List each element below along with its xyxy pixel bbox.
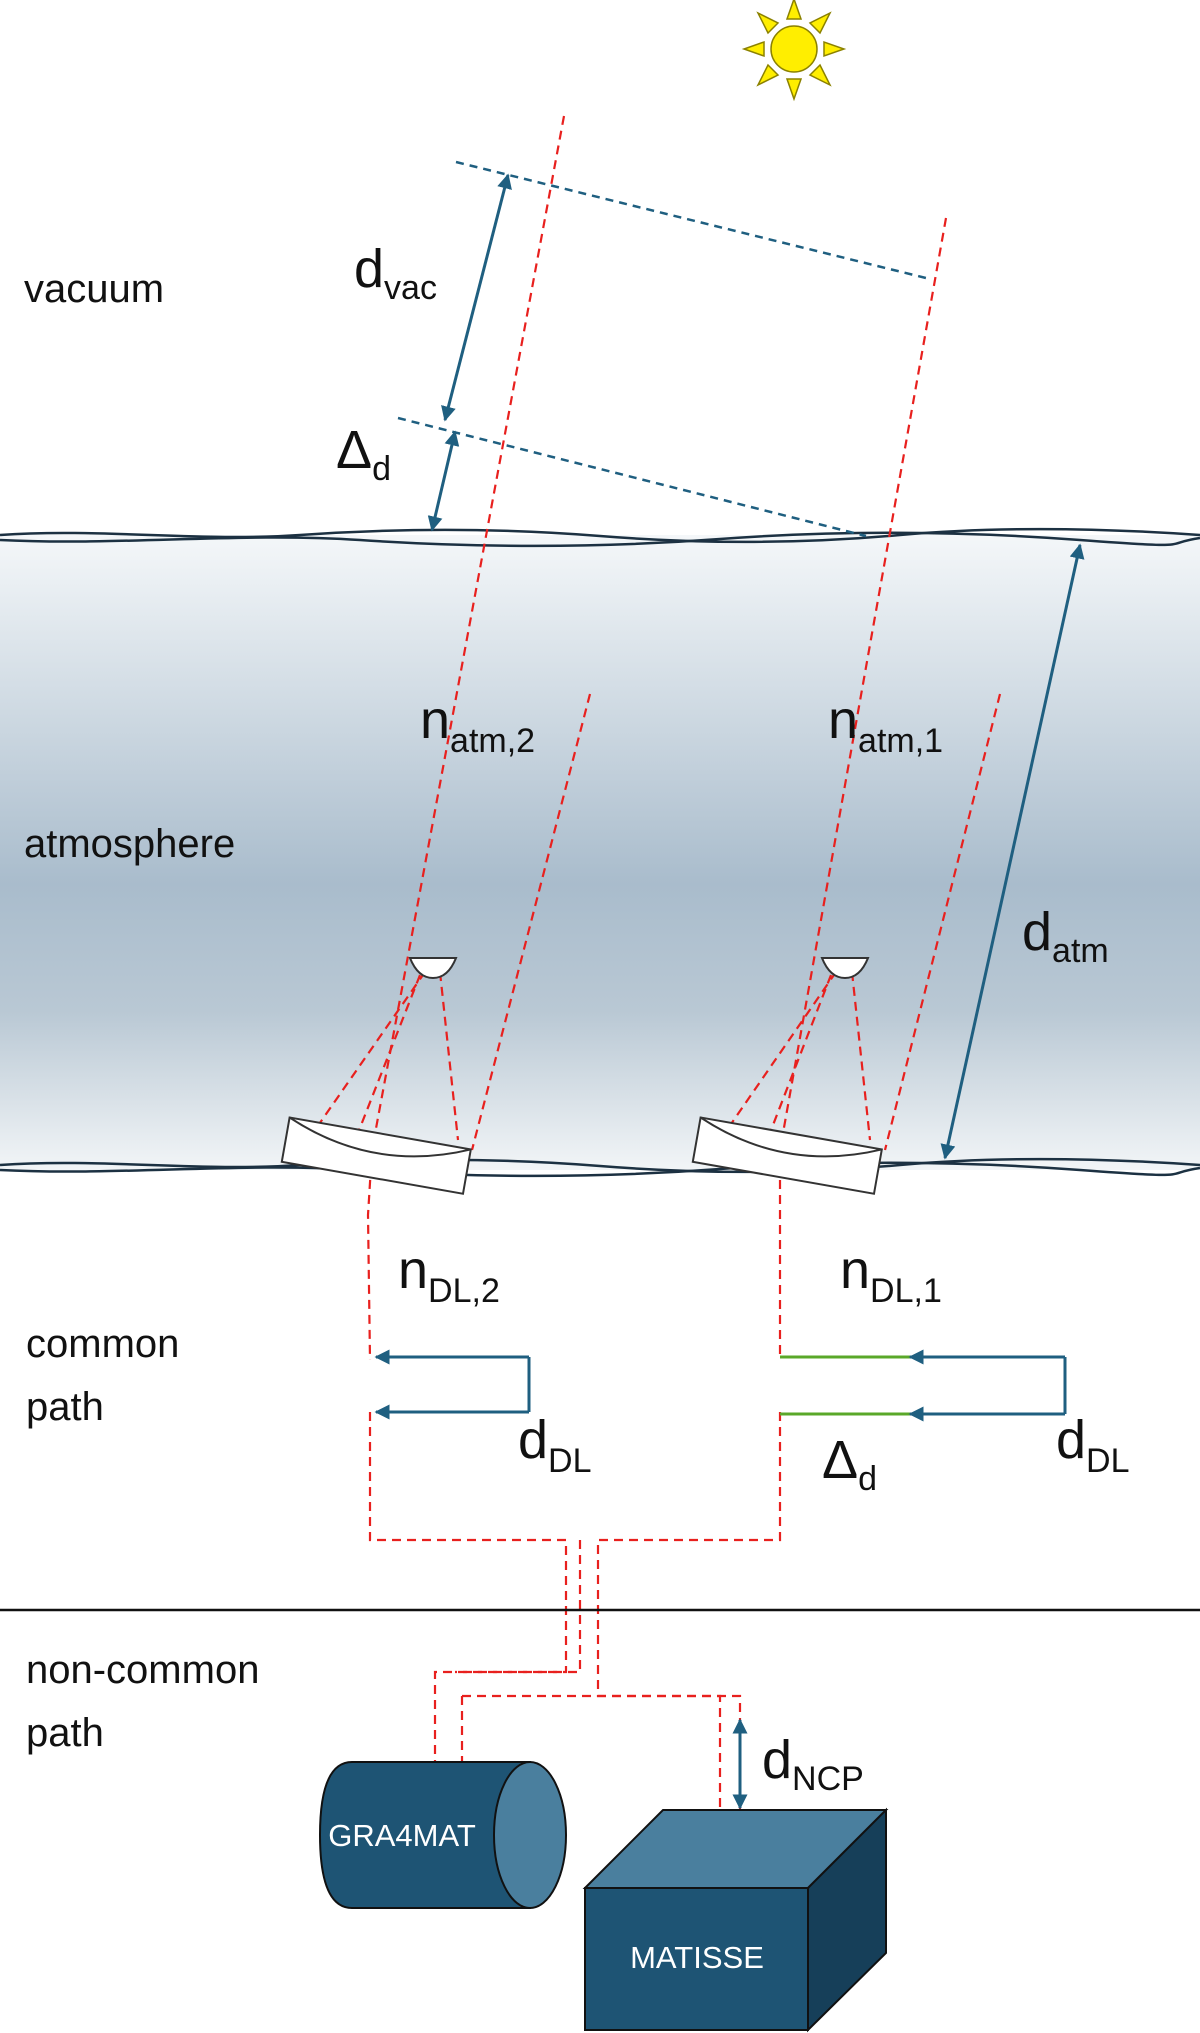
label-delta-d-top: Δd [336,420,391,488]
label-non-common-path-1: non-common [26,1648,259,1692]
label-vacuum: vacuum [24,267,164,311]
label-n-atm-1: natm,1 [828,690,943,760]
d-vac-arrow [441,173,512,422]
delay-line-2 [374,1349,531,1420]
sun-icon [741,0,847,102]
wavefront-lines [397,160,927,538]
telescope-mirror-icon [408,957,870,980]
label-d-ncp: dNCP [762,1730,864,1798]
label-delta-d-bottom: Δd [822,1430,877,1498]
label-d-atm: datm [1022,902,1109,970]
label-non-common-path-2: path [26,1711,104,1755]
atmosphere-bottom-boundary [0,1157,1200,1178]
gra4mat-instrument: GRA4MAT [318,1761,567,1909]
distance-arrows [427,173,1085,1810]
matisse-instrument: MATISSE [582,1807,889,2033]
atmosphere-top-boundary [0,527,1200,548]
label-n-dl-2: nDL,2 [398,1240,500,1310]
label-common-path-1: common [26,1322,179,1366]
primary-mirrors [280,1116,883,1195]
label-d-vac: dvac [354,239,437,307]
matisse-label: MATISSE [630,1940,764,1975]
label-d-dl-right: dDL [1056,1410,1130,1480]
gra4mat-label: GRA4MAT [328,1818,476,1853]
label-atmosphere: atmosphere [24,822,235,866]
d-atm-arrow [940,543,1085,1160]
delay-line-1 [908,1349,1067,1422]
label-common-path-2: path [26,1385,104,1429]
label-n-dl-1: nDL,1 [840,1240,942,1310]
delta-d-arrow [427,430,460,532]
label-n-atm-2: natm,2 [420,690,535,760]
delay-line-extra-path [780,1355,910,1416]
label-d-dl-left: dDL [518,1410,592,1480]
